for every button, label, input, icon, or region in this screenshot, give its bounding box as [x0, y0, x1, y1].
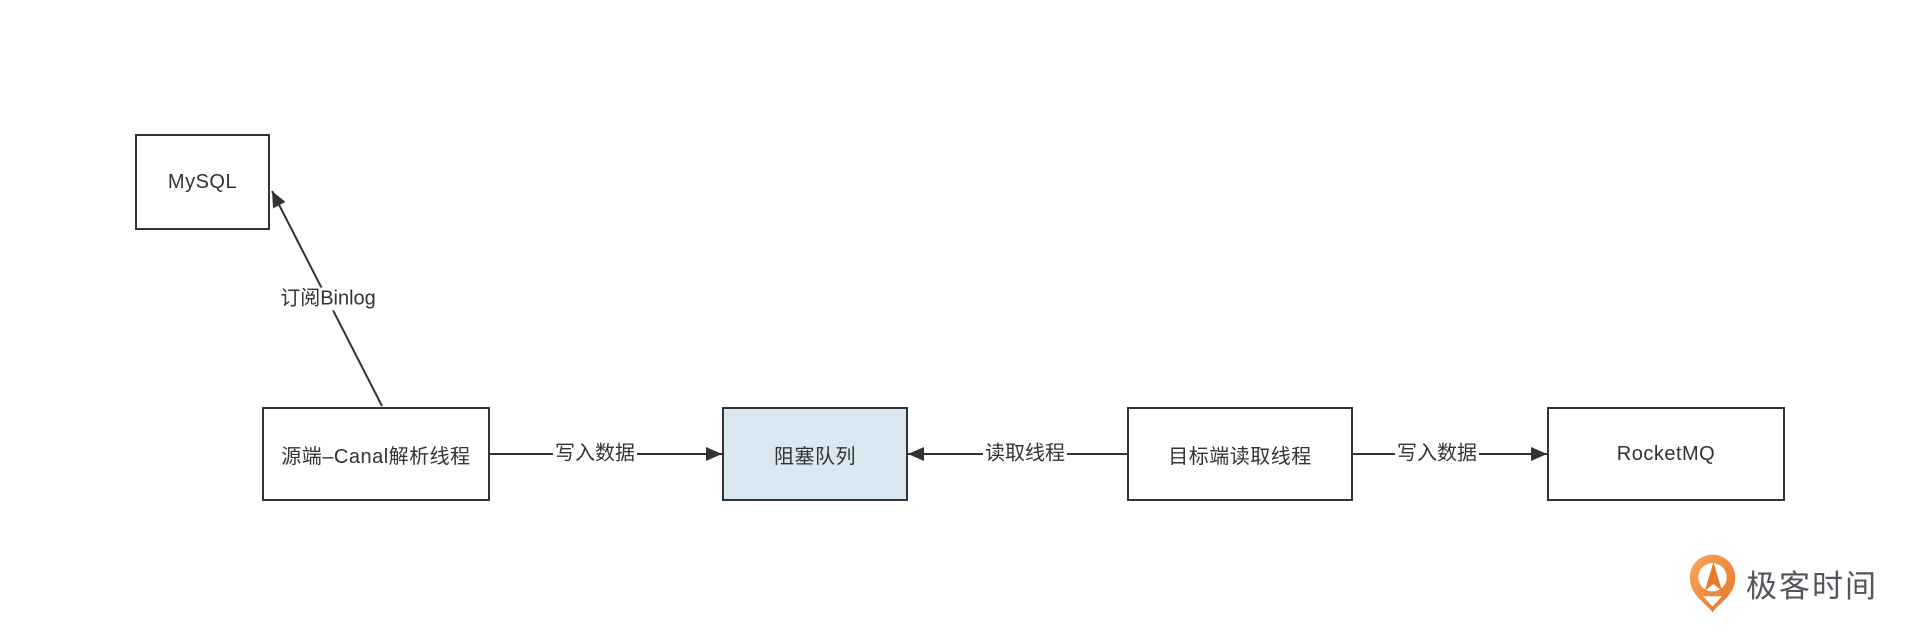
edge-label-write-data-1: 写入数据: [553, 442, 637, 466]
node-mysql-label: MySQL: [167, 170, 238, 193]
node-target-label: 目标端读取线程: [1168, 445, 1312, 468]
node-target-read-thread: 目标端读取线程: [1127, 407, 1353, 501]
node-mysql: MySQL: [135, 134, 270, 230]
edge-label-read-thread: 读取线程: [983, 442, 1067, 466]
edge-label-write-data-2: 写入数据: [1395, 442, 1479, 466]
node-canal-label: 源端–Canal解析线程: [281, 445, 471, 468]
edge-label-subscribe-binlog: 订阅Binlog: [278, 287, 378, 311]
node-blocking-queue: 阻塞队列: [722, 407, 908, 501]
brand-watermark: 极客时间: [1686, 551, 1878, 615]
brand-watermark-label: 极客时间: [1746, 568, 1878, 604]
node-queue-label: 阻塞队列: [774, 445, 856, 468]
node-rocketmq-label: RocketMQ: [1616, 442, 1716, 465]
node-rocketmq: RocketMQ: [1547, 407, 1785, 501]
node-source-canal-parse-thread: 源端–Canal解析线程: [262, 407, 490, 501]
geektime-pin-icon: [1689, 554, 1736, 613]
